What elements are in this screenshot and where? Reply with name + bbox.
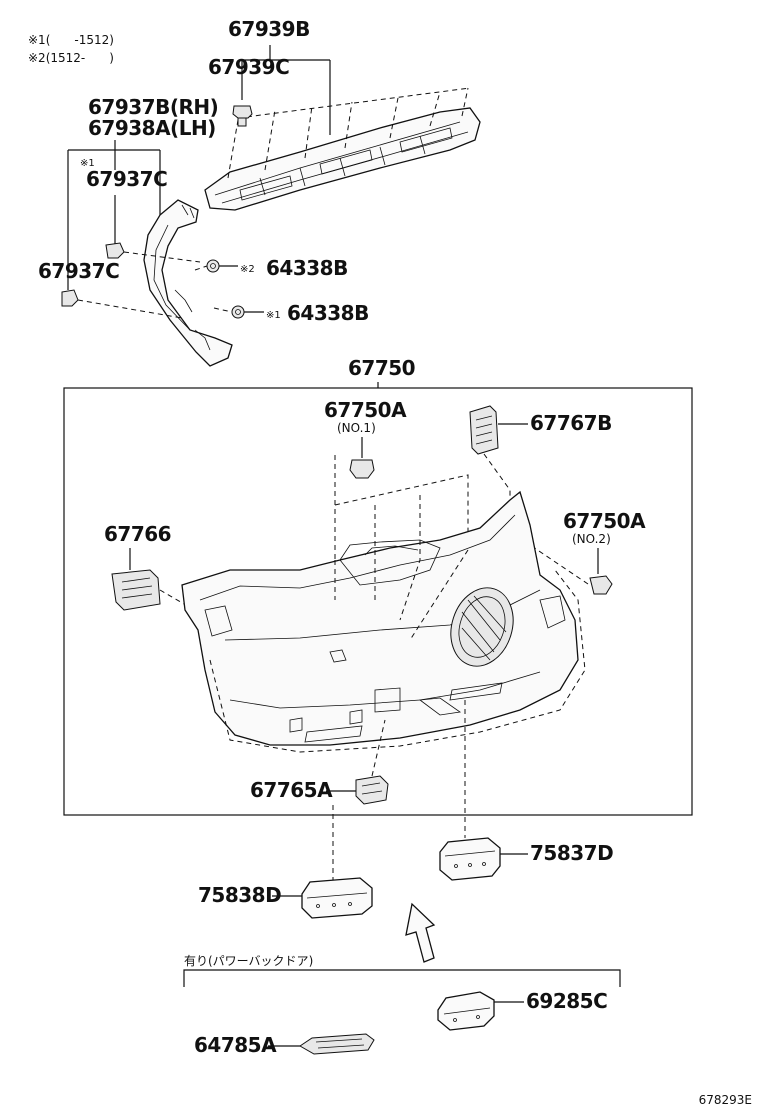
note-mark-67937C: ※1 xyxy=(80,158,95,169)
cover-69285C xyxy=(437,991,495,1031)
direction-arrow xyxy=(405,902,436,963)
option-note: 有り(パワーバックドア) xyxy=(184,954,313,968)
bracket-67765A xyxy=(355,775,389,805)
note-mark-64338B-upper: ※2 xyxy=(240,264,255,275)
diagram-id: 678293E xyxy=(699,1093,752,1107)
note-mark-64338B-lower: ※1 xyxy=(266,310,281,321)
label-67937C-lower: 67937C xyxy=(38,259,119,283)
label-67750A-no2: 67750A xyxy=(563,509,646,533)
label-67767B: 67767B xyxy=(530,411,612,435)
switch-64785A xyxy=(299,1033,375,1055)
label-64338B-upper: 64338B xyxy=(266,256,348,280)
side-trim-67937B xyxy=(143,199,233,367)
label-67765A: 67765A xyxy=(250,778,333,802)
bracket-67767B xyxy=(469,405,499,455)
clip-64338B-upper xyxy=(206,259,220,273)
label-69285C: 69285C xyxy=(526,989,607,1013)
label-67939B: 67939B xyxy=(228,17,310,41)
clip-64338B-lower xyxy=(231,305,245,319)
label-67937C-upper: 67937C xyxy=(86,167,167,191)
clip-67937C-upper xyxy=(105,242,125,259)
upper-garnish-67939B xyxy=(204,107,481,211)
label-67766: 67766 xyxy=(104,522,171,546)
label-75838D: 75838D xyxy=(198,883,281,907)
label-67750: 67750 xyxy=(348,356,415,380)
label-75837D: 75837D xyxy=(530,841,613,865)
clip-67750A-no2 xyxy=(589,575,613,595)
label-67937B-RH: 67937B(RH) xyxy=(88,95,218,119)
clip-67937C-lower xyxy=(61,289,79,307)
back-door-trim-board-67750 xyxy=(181,490,579,746)
label-67939C: 67939C xyxy=(208,55,289,79)
clip-67750A-no1 xyxy=(349,459,375,479)
label-67750A-no1: 67750A xyxy=(324,398,407,422)
label-64785A: 64785A xyxy=(194,1033,277,1057)
label-67750A-no1-sub: (NO.1) xyxy=(337,421,376,435)
label-67938A-LH: 67938A(LH) xyxy=(88,116,216,140)
bracket-67766 xyxy=(111,569,161,611)
clip-67939C xyxy=(232,105,253,127)
label-67750A-no2-sub: (NO.2) xyxy=(572,532,611,546)
cover-75837D xyxy=(439,837,501,881)
note-2: ※2(1512- ) xyxy=(28,51,114,65)
note-1: ※1( -1512) xyxy=(28,33,114,47)
label-64338B-lower: 64338B xyxy=(287,301,369,325)
assembly-box-67750 xyxy=(63,387,693,816)
cover-75838D xyxy=(301,877,373,919)
